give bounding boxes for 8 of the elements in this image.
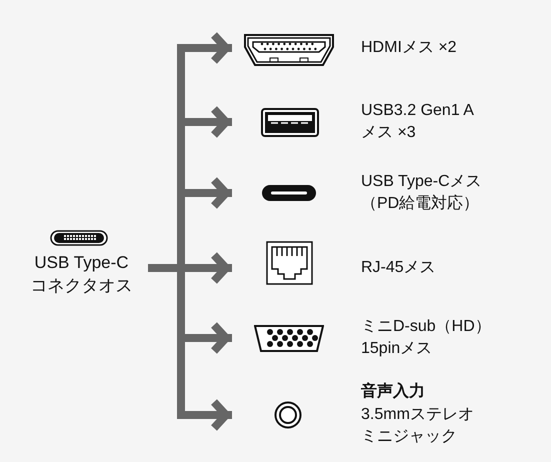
port-label: 3.5mmステレオミニジャック (361, 404, 475, 448)
port-label: HDMIメス ×2 (361, 38, 458, 58)
connector-label: USB Type-C コネクタオス (30, 252, 134, 297)
port-label: USB3.2 Gen1 A メス ×3 (361, 100, 475, 143)
port-label: ミニD-sub（HD）15pinメス (361, 316, 492, 359)
port-label: USB Type-Cメス（PD給電対応） (361, 172, 483, 214)
port-label: RJ-45メス (361, 258, 437, 278)
port-heading: 音声入力 (361, 381, 426, 402)
